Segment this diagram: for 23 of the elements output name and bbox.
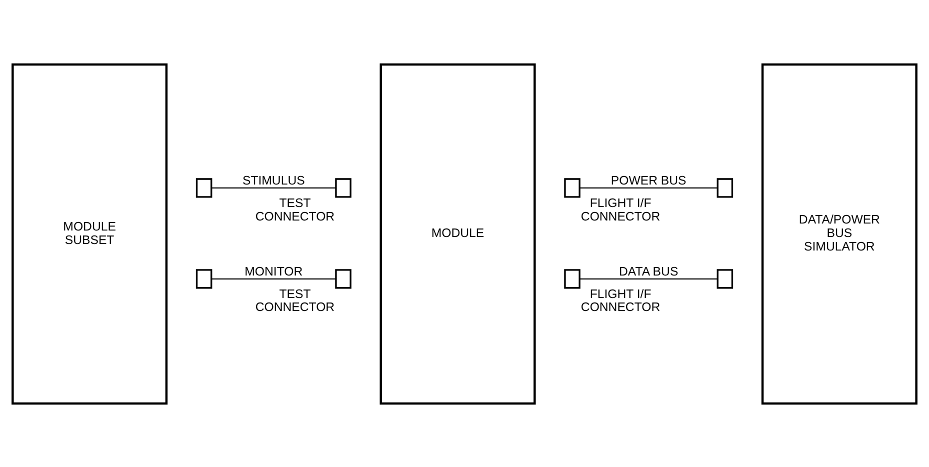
node-box <box>564 268 580 288</box>
node-box: MODULE <box>380 62 536 404</box>
edge-label: POWER BUS <box>610 172 686 187</box>
node-box <box>196 268 212 288</box>
node-label: TEST CONNECTOR <box>255 286 335 314</box>
edge-label: DATA BUS <box>619 264 678 278</box>
node-box <box>716 178 734 198</box>
connector <box>211 278 336 279</box>
connector <box>580 186 718 188</box>
node-box <box>716 268 734 288</box>
node-label: FLIGHT I/F CONNECTOR <box>580 286 660 314</box>
node-label: TEST CONNECTOR <box>255 195 335 223</box>
node-box: DATA/POWER BUS SIMULATOR <box>761 62 918 404</box>
node-box <box>335 178 352 198</box>
node-label: FLIGHT I/F CONNECTOR <box>580 195 660 223</box>
connector <box>580 278 718 279</box>
node-box: MODULE SUBSET <box>12 62 168 404</box>
node-box <box>196 178 212 198</box>
edge-label: MONITOR <box>244 264 303 278</box>
connector <box>211 186 336 188</box>
node-box <box>564 178 580 198</box>
node-box <box>335 268 352 288</box>
edge-label: STIMULUS <box>242 172 305 187</box>
